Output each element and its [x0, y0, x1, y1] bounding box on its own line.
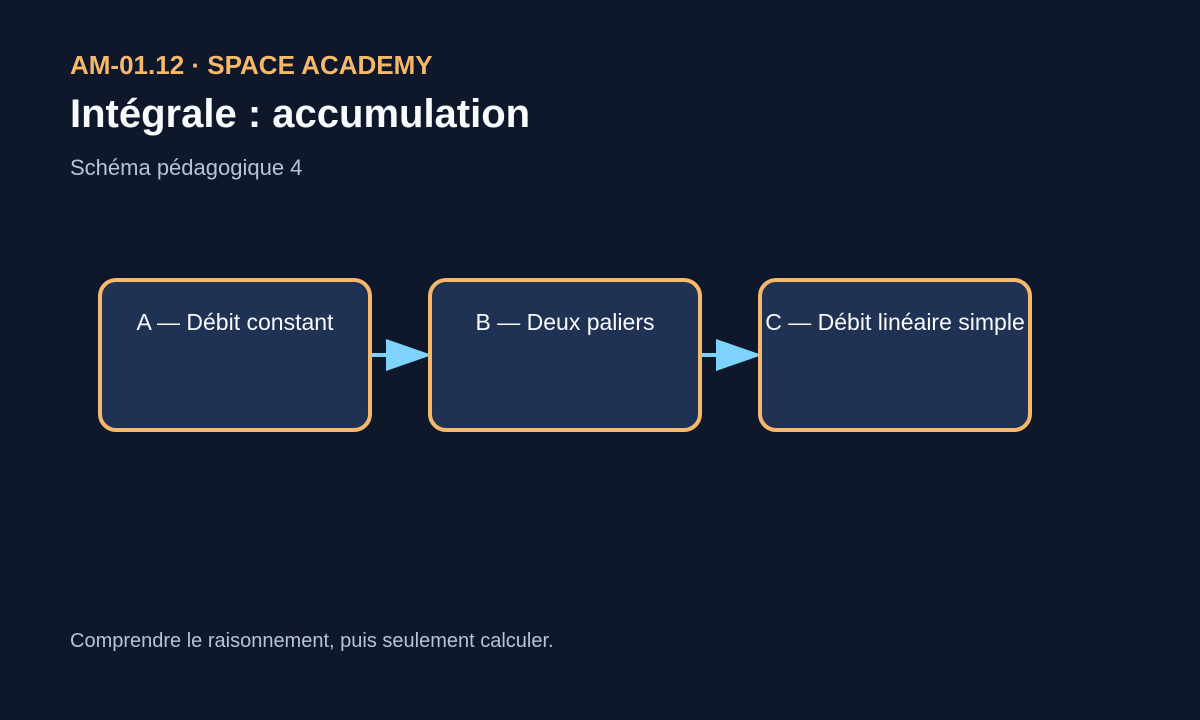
node-a-box [98, 278, 372, 432]
footer-note: Comprendre le raisonnement, puis seuleme… [70, 630, 554, 652]
node-b: B — Deux paliers [428, 278, 702, 432]
node-c: C — Débit linéaire simple [758, 278, 1032, 432]
node-a: A — Débit constant [98, 278, 372, 432]
node-a-label: A — Débit constant [137, 309, 334, 335]
node-c-box [758, 278, 1032, 432]
page-title: Intégrale : accumulation [70, 92, 531, 136]
node-c-label: C — Débit linéaire simple [765, 309, 1024, 335]
course-code: AM-01.12 · SPACE ACADEMY [70, 50, 433, 80]
node-b-box [428, 278, 702, 432]
arrow-b-to-c [700, 339, 762, 371]
arrow-a-to-b [370, 339, 432, 371]
node-b-label: B — Deux paliers [476, 309, 655, 335]
page-subtitle: Schéma pédagogique 4 [70, 155, 303, 180]
